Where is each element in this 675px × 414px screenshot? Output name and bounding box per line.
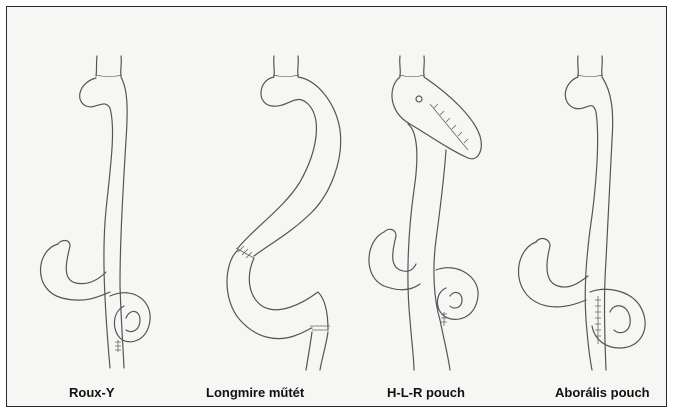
diagram-roux-y <box>41 56 151 368</box>
diagram-aboralis-pouch <box>519 56 646 370</box>
caption-longmire: Longmire műtét <box>206 385 304 400</box>
caption-roux-y: Roux-Y <box>69 385 115 400</box>
caption-aboralis-pouch: Aborális pouch <box>555 385 650 400</box>
caption-hlr-pouch: H-L-R pouch <box>387 385 465 400</box>
diagram-hlr-pouch <box>369 56 481 370</box>
diagram-longmire <box>227 56 341 370</box>
